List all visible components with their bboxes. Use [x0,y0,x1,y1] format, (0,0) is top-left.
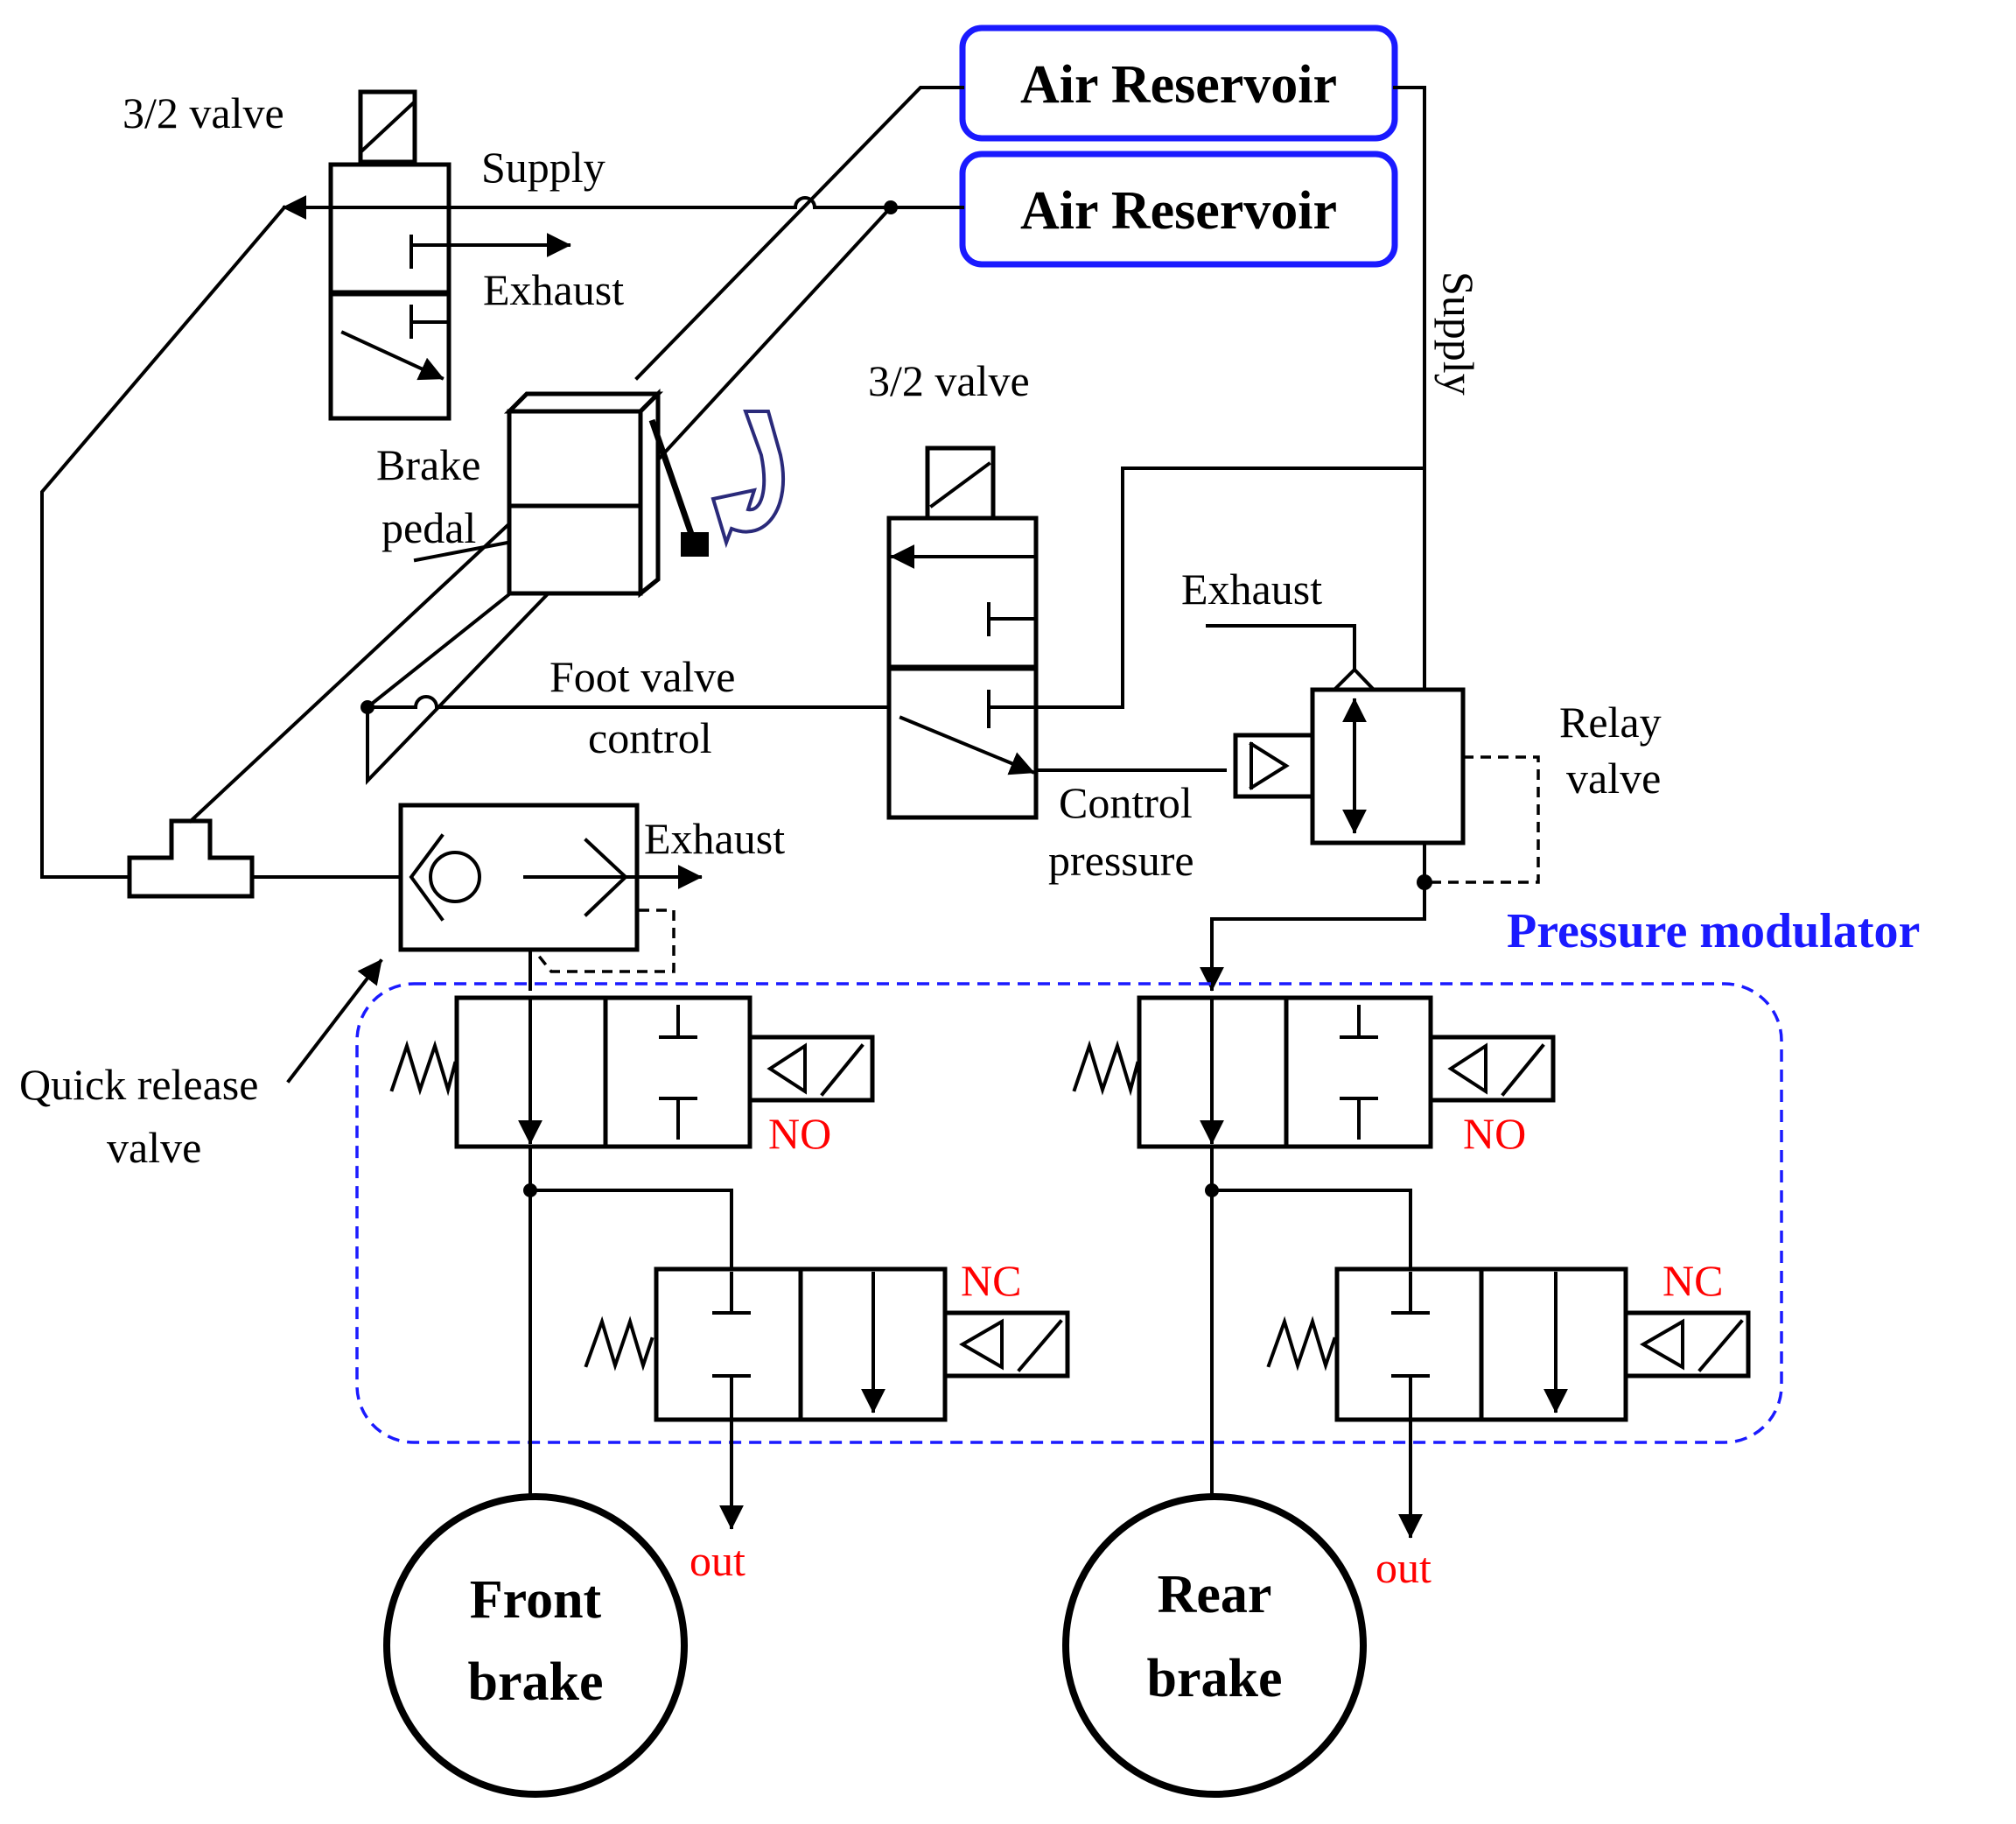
svg-text:NC: NC [1662,1256,1723,1305]
svg-text:out: out [690,1536,746,1585]
svg-text:valve: valve [107,1123,201,1172]
svg-text:valve: valve [1566,754,1661,803]
svg-text:Relay: Relay [1559,698,1662,747]
svg-text:Exhaust: Exhaust [644,814,785,863]
rear-branch-line [1210,1145,1412,1275]
svg-text:pedal: pedal [382,503,476,552]
brake-pedal: Brake pedal Foot valve control [376,388,735,762]
svg-text:brake: brake [468,1652,604,1712]
svg-text:Front: Front [470,1570,602,1630]
svg-text:3/2 valve: 3/2 valve [122,88,284,137]
svg-text:Supply: Supply [481,143,606,192]
svg-text:pressure: pressure [1048,836,1194,885]
left-3-2-valve: 3/2 valve Supply Exhaust [122,88,624,421]
svg-text:NO: NO [768,1109,831,1158]
svg-text:Air Reservoir: Air Reservoir [1020,55,1337,115]
front-brake: Front brake [383,1493,688,1798]
svg-text:brake: brake [1147,1649,1283,1708]
svg-text:out: out [1376,1543,1432,1592]
quick-release-valve: Exhaust Quick release valve [19,803,785,1172]
svg-text:NC: NC [961,1256,1021,1305]
svg-text:Air Reservoir: Air Reservoir [1020,181,1337,241]
pressure-modulator-label: Pressure modulator [1507,904,1920,958]
pedal-press-arrow-icon [710,410,786,549]
relay-valve: Exhaust Relay valve [1181,565,1662,845]
svg-text:control: control [588,713,712,762]
piping [40,86,1540,992]
front-no-valve: NO [389,995,875,1158]
supply-right-label: Supply [1434,271,1483,396]
svg-text:Brake: Brake [376,440,480,489]
svg-text:NO: NO [1463,1109,1526,1158]
svg-text:Control: Control [1059,778,1193,827]
svg-text:Rear: Rear [1158,1565,1272,1624]
front-nc-valve: NC out [584,1256,1070,1585]
front-branch-line [528,1145,733,1275]
middle-3-2-valve: 3/2 valve Control pressure [868,356,1194,885]
air-reservoir-bottom: Air Reservoir [959,151,1398,268]
svg-text:Exhaust: Exhaust [483,265,624,314]
svg-text:Quick release: Quick release [19,1060,258,1109]
rear-nc-valve: NC out [1266,1256,1751,1592]
svg-text:Foot valve: Foot valve [550,652,735,701]
svg-text:3/2 valve: 3/2 valve [868,356,1030,405]
svg-text:Exhaust: Exhaust [1181,565,1322,614]
air-reservoir-top: Air Reservoir [959,25,1398,142]
rear-brake: Rear brake [1062,1493,1367,1798]
rear-no-valve: NO [1072,995,1556,1158]
pressure-modulator-boundary [355,982,1783,1444]
